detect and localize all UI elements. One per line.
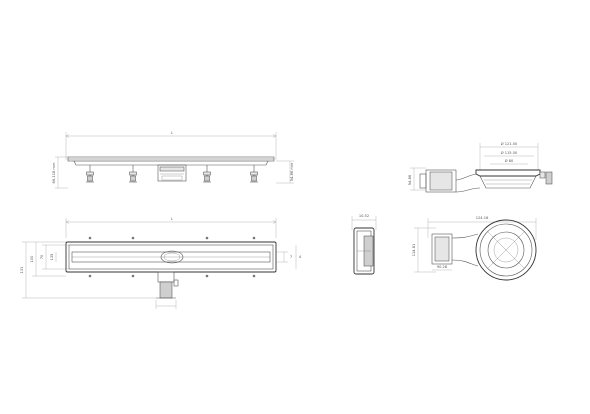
side-elevation-view: L (52, 131, 294, 189)
side-right-height-label: 54-86 mm (290, 162, 294, 181)
plan-left-extra-label: 135 (50, 254, 54, 261)
plan-outlet (156, 250, 184, 299)
top-length-label: L (171, 131, 173, 135)
outlet-plan-bottom-label: 90.28 (437, 265, 448, 269)
outlet-left-height-label: 54-86 (408, 174, 412, 185)
fixing-holes (88, 236, 256, 278)
plan-right-b-label: 4 (299, 255, 302, 259)
outlet-top-d2-label: Ø 115.50 (501, 150, 518, 155)
adjustable-feet (86, 165, 258, 183)
outlet-top-d3-label: Ø 80 (505, 158, 514, 163)
plan-right-a-label: 7 (290, 255, 292, 259)
plan-view: L 131 100 70 (20, 217, 302, 309)
outlet-section-view: 10.52 (351, 214, 377, 275)
outlet-plan-view: 124.16 114.81 90.28 (412, 216, 537, 281)
outlet-plan-height-label: 114.81 (412, 244, 416, 257)
outlet-side-view: Ø 121.50 Ø 115.50 Ø 80 54-86 (408, 141, 553, 193)
side-outlet (157, 164, 187, 182)
side-left-height-label: 86-118 mm (52, 162, 56, 183)
outlet-section-width-label: 10.52 (359, 214, 369, 218)
plan-left-mid-label: 70 (40, 254, 44, 259)
outlet-top-d1-label: Ø 121.50 (501, 141, 518, 146)
plan-left-inner-label: 100 (30, 255, 34, 263)
outlet-plan-width-label: 124.16 (476, 216, 489, 220)
plan-length-label: L (171, 217, 173, 221)
plan-left-outer-label: 131 (20, 267, 24, 274)
